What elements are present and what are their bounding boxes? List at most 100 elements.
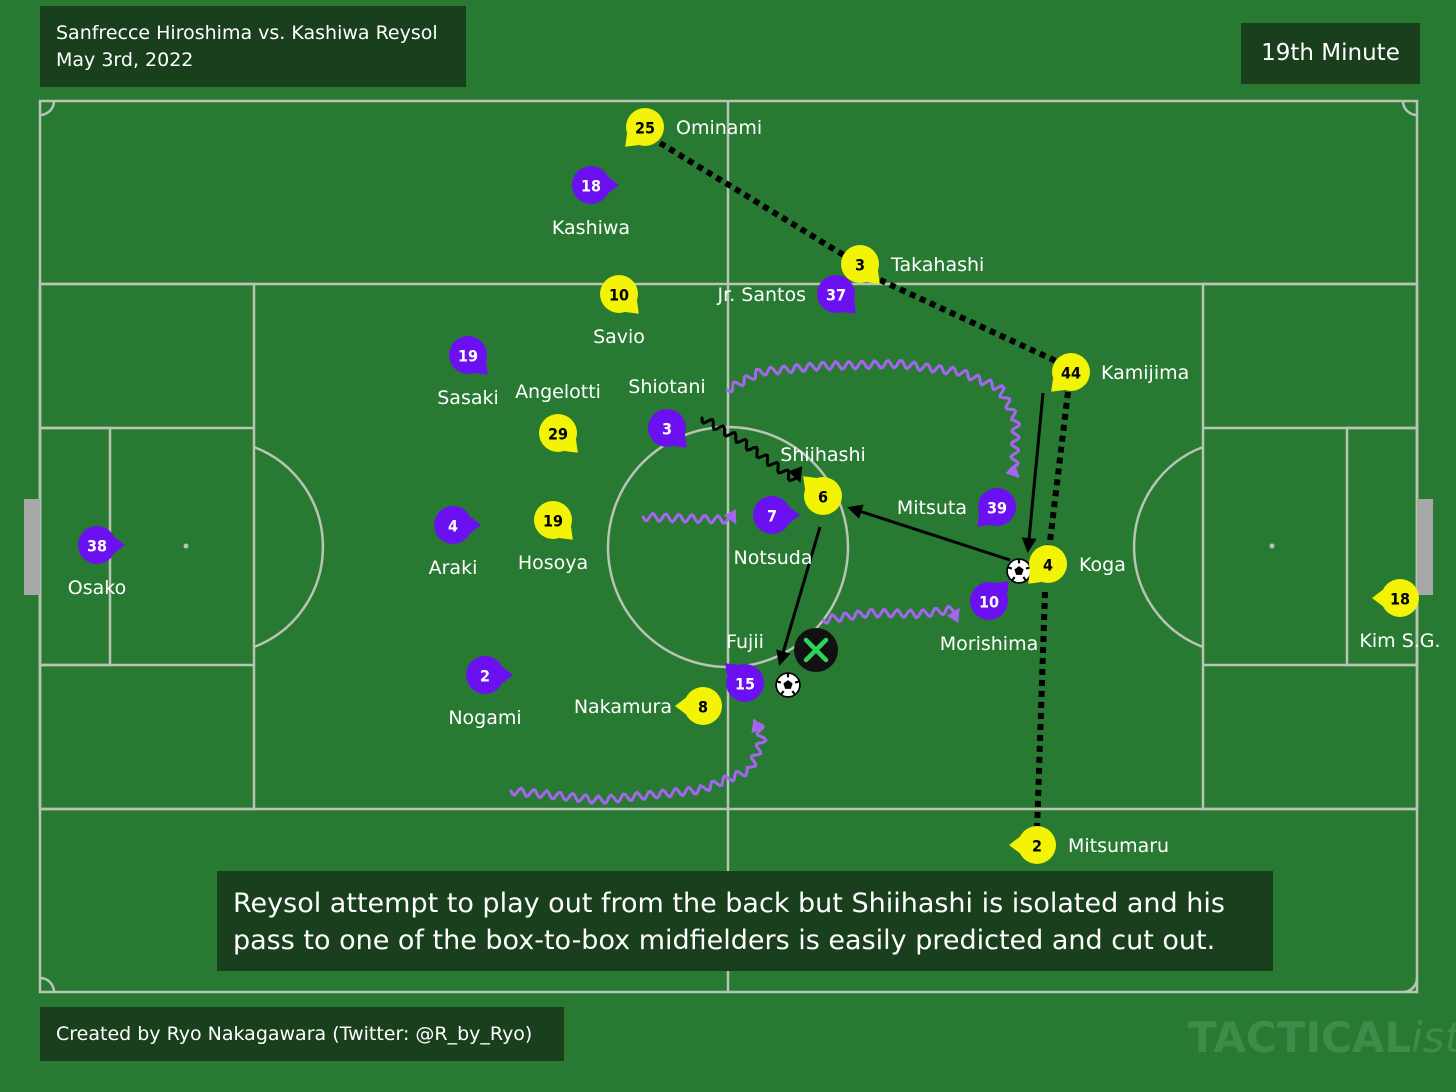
movement-arrow — [821, 604, 960, 625]
goal-right — [1417, 499, 1433, 595]
player-name: Shiotani — [628, 376, 705, 398]
player-marker — [841, 245, 879, 283]
player-number: 29 — [548, 425, 568, 444]
player-number: 39 — [987, 499, 1007, 518]
player-facing-arrow — [789, 506, 800, 524]
player-number: 7 — [767, 507, 777, 526]
player-name: Kashiwa — [552, 217, 630, 239]
player-angelotti: 29 Angelotti — [515, 381, 601, 453]
player-name: Kamijima — [1101, 362, 1189, 384]
movement-arrow — [700, 416, 803, 483]
player-marker — [78, 526, 116, 564]
player-marker — [539, 414, 577, 452]
movement-arrow — [509, 718, 768, 805]
caption-box: Reysol attempt to play out from the back… — [217, 871, 1273, 971]
dotted-passing-lanes — [658, 140, 1071, 831]
player-marker — [753, 496, 791, 534]
tacticalista-watermark: TACTICALista — [1188, 1013, 1456, 1062]
player-number: 25 — [635, 119, 655, 138]
player-facing-arrow — [1009, 836, 1020, 854]
player-marker — [817, 275, 855, 313]
player-number: 3 — [855, 256, 865, 275]
player-marker — [804, 477, 842, 515]
player-facing-arrow — [114, 536, 125, 554]
player-name: Kim S.G. — [1359, 630, 1440, 652]
player-name: Nogami — [448, 707, 521, 729]
movement-arrow — [725, 358, 1022, 479]
player-number: 10 — [979, 593, 999, 612]
player-name: Mitsumaru — [1068, 835, 1169, 857]
player-name: Sasaki — [437, 387, 499, 409]
player-name: Osako — [68, 577, 126, 599]
player-number: 44 — [1061, 364, 1081, 383]
player-marker — [626, 108, 664, 146]
player-name: Koga — [1079, 554, 1126, 576]
player-name: Hosoya — [518, 552, 588, 574]
player-marker — [726, 664, 764, 702]
player-facing-arrow — [470, 516, 481, 534]
player-number: 2 — [1032, 837, 1042, 856]
player-name: Angelotti — [515, 381, 601, 403]
player-ominami: 25 Ominami — [625, 108, 762, 147]
movement-arrow — [641, 509, 737, 525]
player-number: 19 — [543, 512, 563, 531]
player-marker — [466, 656, 504, 694]
interception-icon — [794, 628, 838, 672]
player-number: 18 — [581, 177, 601, 196]
player-facing-arrow — [502, 666, 513, 684]
player-marker — [978, 488, 1016, 526]
match-minute: 19th Minute — [1261, 40, 1400, 66]
credit-box: Created by Ryo Nakagawara (Twitter: @R_b… — [40, 1007, 564, 1061]
player-name: Notsuda — [734, 547, 813, 569]
player-number: 4 — [448, 517, 458, 536]
player-marker — [572, 166, 610, 204]
player-facing-arrow — [608, 176, 619, 194]
player-number: 3 — [662, 420, 672, 439]
player-name: Ominami — [676, 117, 762, 139]
player-marker — [434, 506, 472, 544]
player-facing-arrow — [1372, 589, 1383, 607]
match-date: May 3rd, 2022 — [56, 49, 194, 71]
player-marker — [600, 275, 638, 313]
player-santos: 37 Jr. Santos — [717, 275, 856, 314]
player-shiihashi: 6 Shiihashi — [780, 444, 866, 515]
player-marker — [970, 582, 1008, 620]
player-marker — [1029, 545, 1067, 583]
player-movements — [509, 358, 1022, 805]
player-marker — [1381, 579, 1419, 617]
caption-line-2: pass to one of the box-to-box midfielder… — [233, 925, 1216, 956]
player-name: Fujii — [726, 631, 764, 653]
players-layer: 38Osako18Kashiwa19Sasaki4Araki2Nogami3Sh… — [68, 108, 1441, 864]
goal-left — [24, 499, 40, 595]
match-info-box: Sanfrecce Hiroshima vs. Kashiwa Reysol M… — [40, 6, 466, 87]
player-mitsumaru: 2 Mitsumaru — [1009, 826, 1169, 864]
player-number: 6 — [818, 488, 828, 507]
player-number: 2 — [480, 667, 490, 686]
player-name: Jr. Santos — [717, 284, 806, 306]
player-number: 38 — [87, 537, 107, 556]
caption-line-1: Reysol attempt to play out from the back… — [233, 888, 1225, 919]
player-number: 8 — [698, 698, 708, 717]
player-marker — [1018, 826, 1056, 864]
player-number: 37 — [826, 286, 846, 305]
ball-icon — [1006, 558, 1032, 584]
player-name: Shiihashi — [780, 444, 866, 466]
player-kamijima: 44 Kamijima — [1051, 353, 1189, 392]
pitch-markings — [38, 99, 1419, 994]
player-marker — [449, 336, 487, 374]
player-marker — [684, 687, 722, 725]
credit-text: Created by Ryo Nakagawara (Twitter: @R_b… — [56, 1023, 533, 1045]
player-shiotani: 3 Shiotani — [628, 376, 706, 448]
